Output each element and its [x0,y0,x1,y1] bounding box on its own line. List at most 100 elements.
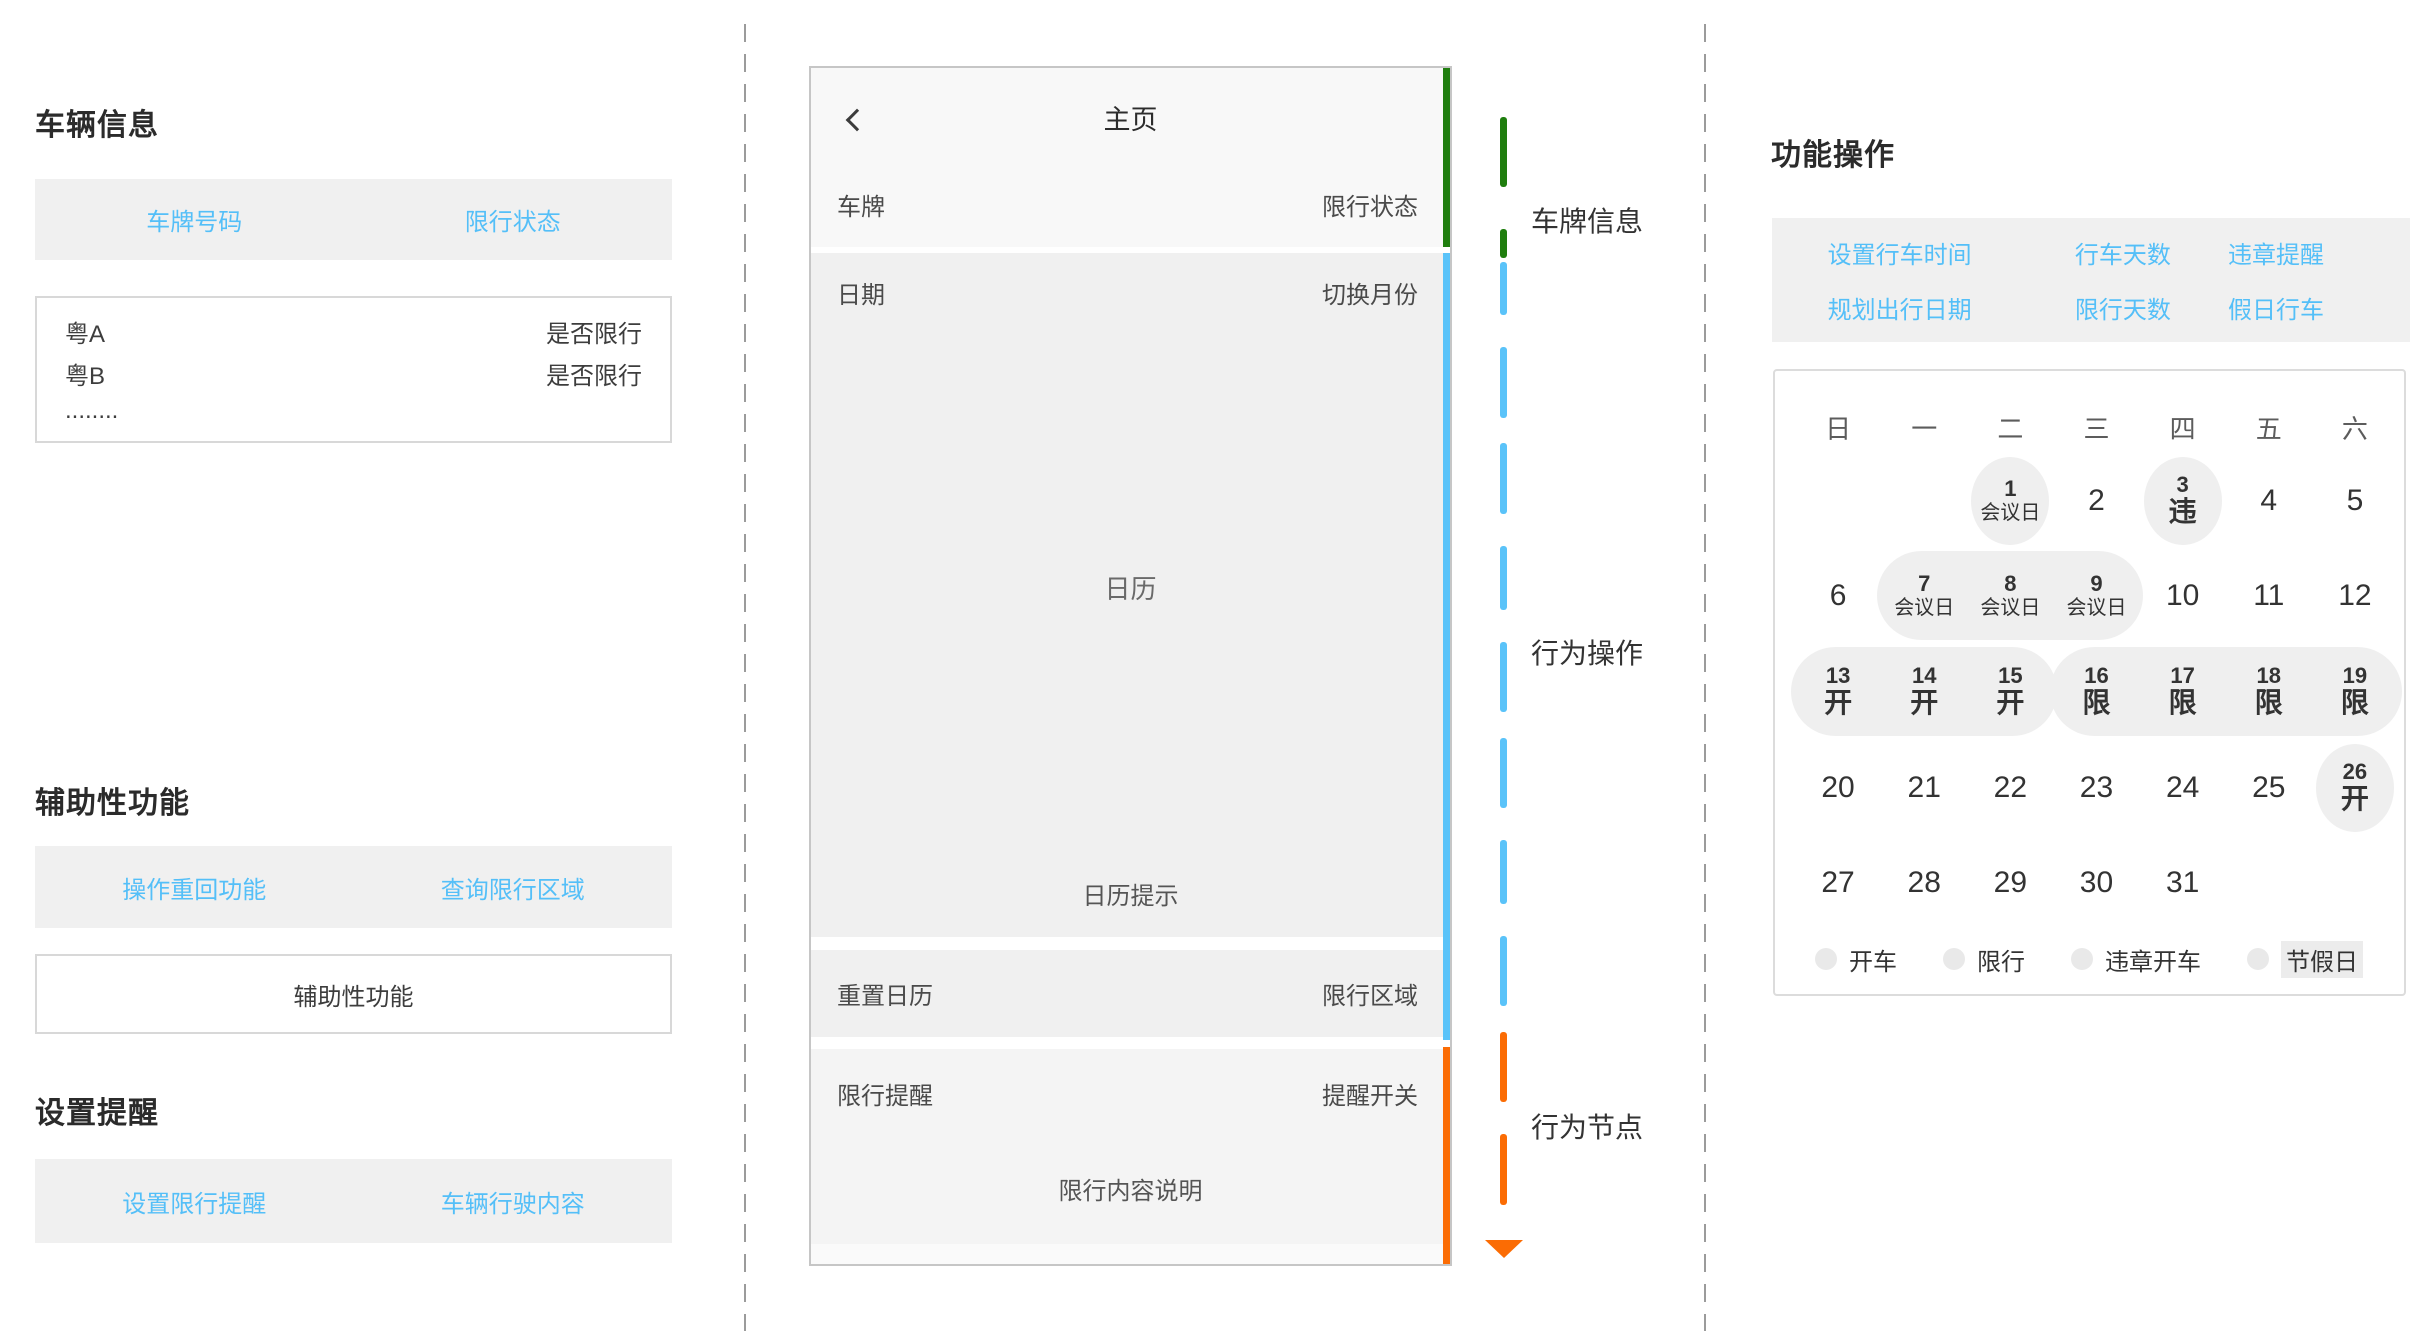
auxiliary-links-bar: 操作重回功能 查询限行区域 [35,846,672,928]
restricted-area-button[interactable]: 限行区域 [1322,983,1418,1010]
calendar-day[interactable]: 25 [2226,740,2312,835]
calendar-day[interactable]: 4 [2226,453,2312,548]
auxiliary-box: 辅助性功能 [35,954,672,1034]
auxiliary-title: 辅助性功能 [35,787,190,820]
link-plan-travel-date[interactable]: 规划出行日期 [1827,297,1972,324]
day-stack: 12 [2338,579,2371,612]
phone-footer-strip [811,1244,1450,1264]
calendar-day[interactable]: 11 [2226,548,2312,643]
day-number: 5 [2346,484,2364,517]
calendar-day[interactable]: 21 [1881,740,1967,835]
day-number: 6 [1829,579,1847,612]
remind-switch[interactable]: 提醒开关 [1322,1082,1418,1110]
day-number: 17 [2170,663,2195,688]
calendar-day[interactable]: 31 [2140,835,2226,930]
calendar-day[interactable]: 28 [1881,835,1967,930]
link-set-driving-time[interactable]: 设置行车时间 [1827,242,1972,269]
tab-restriction-status[interactable]: 限行状态 [464,209,561,236]
link-holiday-driving[interactable]: 假日行车 [2227,297,2324,324]
date-label: 日期 [837,281,885,309]
vehicle-row-ellipsis: ........ [65,397,642,425]
remind-row: 限行提醒 提醒开关 [837,1065,1418,1121]
day-number: 28 [1907,866,1941,899]
link-restricted-days[interactable]: 限行天数 [2074,297,2171,324]
link-vehicle-driving-content[interactable]: 车辆行驶内容 [440,1190,585,1218]
calendar-day[interactable]: 20 [1795,740,1881,835]
timeline-dash [1500,840,1507,904]
weekday-label: 二 [1997,413,2024,444]
phone-mockup: 主页 车牌 限行状态 日期 切换月份 日历 日历提示 重置日历 限行区域 限行提… [809,66,1452,1266]
vehicle-row[interactable]: 粤A 是否限行 [65,314,642,349]
legend-dot-icon [2247,948,2269,970]
plate-row-label: 车牌 [837,193,885,221]
calendar-day[interactable]: 2 [2053,453,2139,548]
day-number: 19 [2342,663,2368,688]
legend-item: 违章开车 [2071,942,2201,977]
calendar-day[interactable]: 12 [2312,548,2398,643]
restriction-remind-label: 限行提醒 [837,1082,933,1110]
day-tag: 开 [1824,687,1853,719]
day-tag: 限 [2340,687,2369,719]
link-violation-reminder[interactable]: 违章提醒 [2227,242,2324,269]
calendar-placeholder: 日历 [1104,574,1157,604]
reset-calendar-button[interactable]: 重置日历 [837,983,933,1010]
day-number: 16 [2084,663,2109,688]
reminder-title: 设置提醒 [35,1097,159,1130]
calendar-day[interactable]: 6 [1795,548,1881,643]
weekday-label: 三 [2083,413,2110,444]
calendar-day-empty [2226,835,2312,930]
timeline-dash [1500,1032,1507,1102]
tab-plate-number[interactable]: 车牌号码 [146,209,243,236]
link-redo-operation[interactable]: 操作重回功能 [122,876,267,904]
calendar-day[interactable]: 29 [1967,835,2053,930]
calendar-day[interactable]: 22 [1967,740,2053,835]
link-set-restriction-reminder[interactable]: 设置限行提醒 [122,1190,267,1218]
day-number: 1 [2004,476,2017,502]
day-stack: 4 [2260,484,2277,517]
legend-label: 节假日 [2281,940,2363,978]
switch-month-button[interactable]: 切换月份 [1322,281,1418,309]
calendar-day[interactable]: 27 [1795,835,1881,930]
calendar-day[interactable]: 23 [2053,740,2139,835]
calendar-day[interactable]: 24 [2140,740,2226,835]
strip-orange [1443,1047,1450,1264]
day-group-pill [2049,647,2402,736]
calendar-day[interactable]: 5 [2312,453,2398,548]
link-query-restricted-area[interactable]: 查询限行区域 [440,876,585,904]
link-driving-days[interactable]: 行车天数 [2074,242,2171,269]
vehicle-info-title: 车辆信息 [35,109,159,142]
phone-calendar-section: 日期 切换月份 日历 日历提示 [811,253,1450,937]
legend-item: 限行 [1943,942,2025,977]
timeline-dash [1500,936,1507,1006]
page-title: 主页 [1103,105,1158,135]
day-stack: 31 [2166,866,2199,899]
ellipsis-label: ........ [65,396,119,424]
calendar-day[interactable]: 10 [2140,548,2226,643]
day-stack: 27 [1821,866,1854,899]
calendar-day[interactable]: 30 [2053,835,2139,930]
day-number: 11 [2253,579,2285,612]
vehicle-row[interactable]: 粤B 是否限行 [65,356,642,391]
weekday-label: 六 [2341,413,2368,444]
